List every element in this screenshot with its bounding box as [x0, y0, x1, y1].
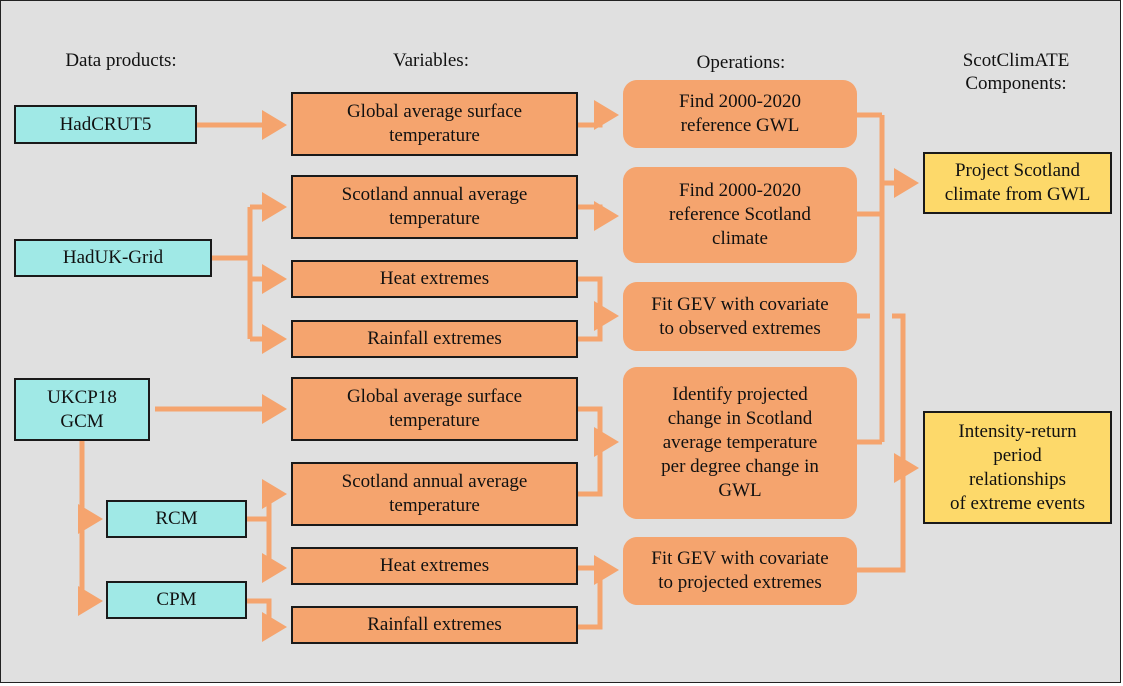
- connector-scotland-temp-to-o2: [577, 201, 619, 231]
- data-product-rcm[interactable]: RCM: [106, 500, 247, 538]
- variable-scotland-annual-avg-temp-obs[interactable]: Scotland annual average temperature: [291, 175, 578, 239]
- variable-heat-extremes-obs[interactable]: Heat extremes: [291, 260, 578, 298]
- operation-fit-gev-projected[interactable]: Fit GEV with covariate to projected extr…: [623, 537, 857, 605]
- variable-heat-extremes-proj[interactable]: Heat extremes: [291, 547, 578, 585]
- operation-reference-gwl[interactable]: Find 2000-2020 reference GWL: [623, 80, 857, 148]
- data-product-ukcp18-gcm[interactable]: UKCP18 GCM: [14, 378, 150, 441]
- variable-global-avg-surface-temp-proj[interactable]: Global average surface temperature: [291, 377, 578, 441]
- data-product-hadcrut5[interactable]: HadCRUT5: [14, 105, 197, 144]
- component-intensity-return-period[interactable]: Intensity-return period relationships of…: [923, 411, 1112, 524]
- operation-projected-change-per-gwl[interactable]: Identify projected change in Scotland av…: [623, 367, 857, 519]
- data-product-haduk-grid[interactable]: HadUK-Grid: [14, 239, 212, 277]
- header-operations: Operations:: [696, 52, 786, 73]
- operation-fit-gev-observed[interactable]: Fit GEV with covariate to observed extre…: [623, 282, 857, 351]
- operation-reference-scotland-climate[interactable]: Find 2000-2020 reference Scotland climat…: [623, 167, 857, 263]
- connector-cpm-to-rainfall: [247, 598, 287, 642]
- variable-rainfall-extremes-proj[interactable]: Rainfall extremes: [291, 606, 578, 644]
- variable-global-avg-surface-temp-obs[interactable]: Global average surface temperature: [291, 92, 578, 156]
- header-data-products: Data products:: [65, 50, 177, 71]
- data-product-cpm[interactable]: CPM: [106, 581, 247, 619]
- connector-obs-extremes-to-o3: [577, 276, 603, 342]
- connector-proj-extremes-to-o5: [577, 565, 603, 630]
- variable-rainfall-extremes-obs[interactable]: Rainfall extremes: [291, 320, 578, 358]
- connector-c2-bus: [857, 313, 906, 573]
- connector-global-temp-to-o1: [577, 100, 619, 130]
- component-project-scotland-climate[interactable]: Project Scotland climate from GWL: [923, 152, 1112, 214]
- connector-proj-temps-to-o4: [577, 406, 603, 497]
- header-components: ScotClimATE Components:: [962, 50, 1070, 94]
- header-variables: Variables:: [393, 50, 469, 71]
- variable-scotland-annual-avg-temp-proj[interactable]: Scotland annual average temperature: [291, 462, 578, 526]
